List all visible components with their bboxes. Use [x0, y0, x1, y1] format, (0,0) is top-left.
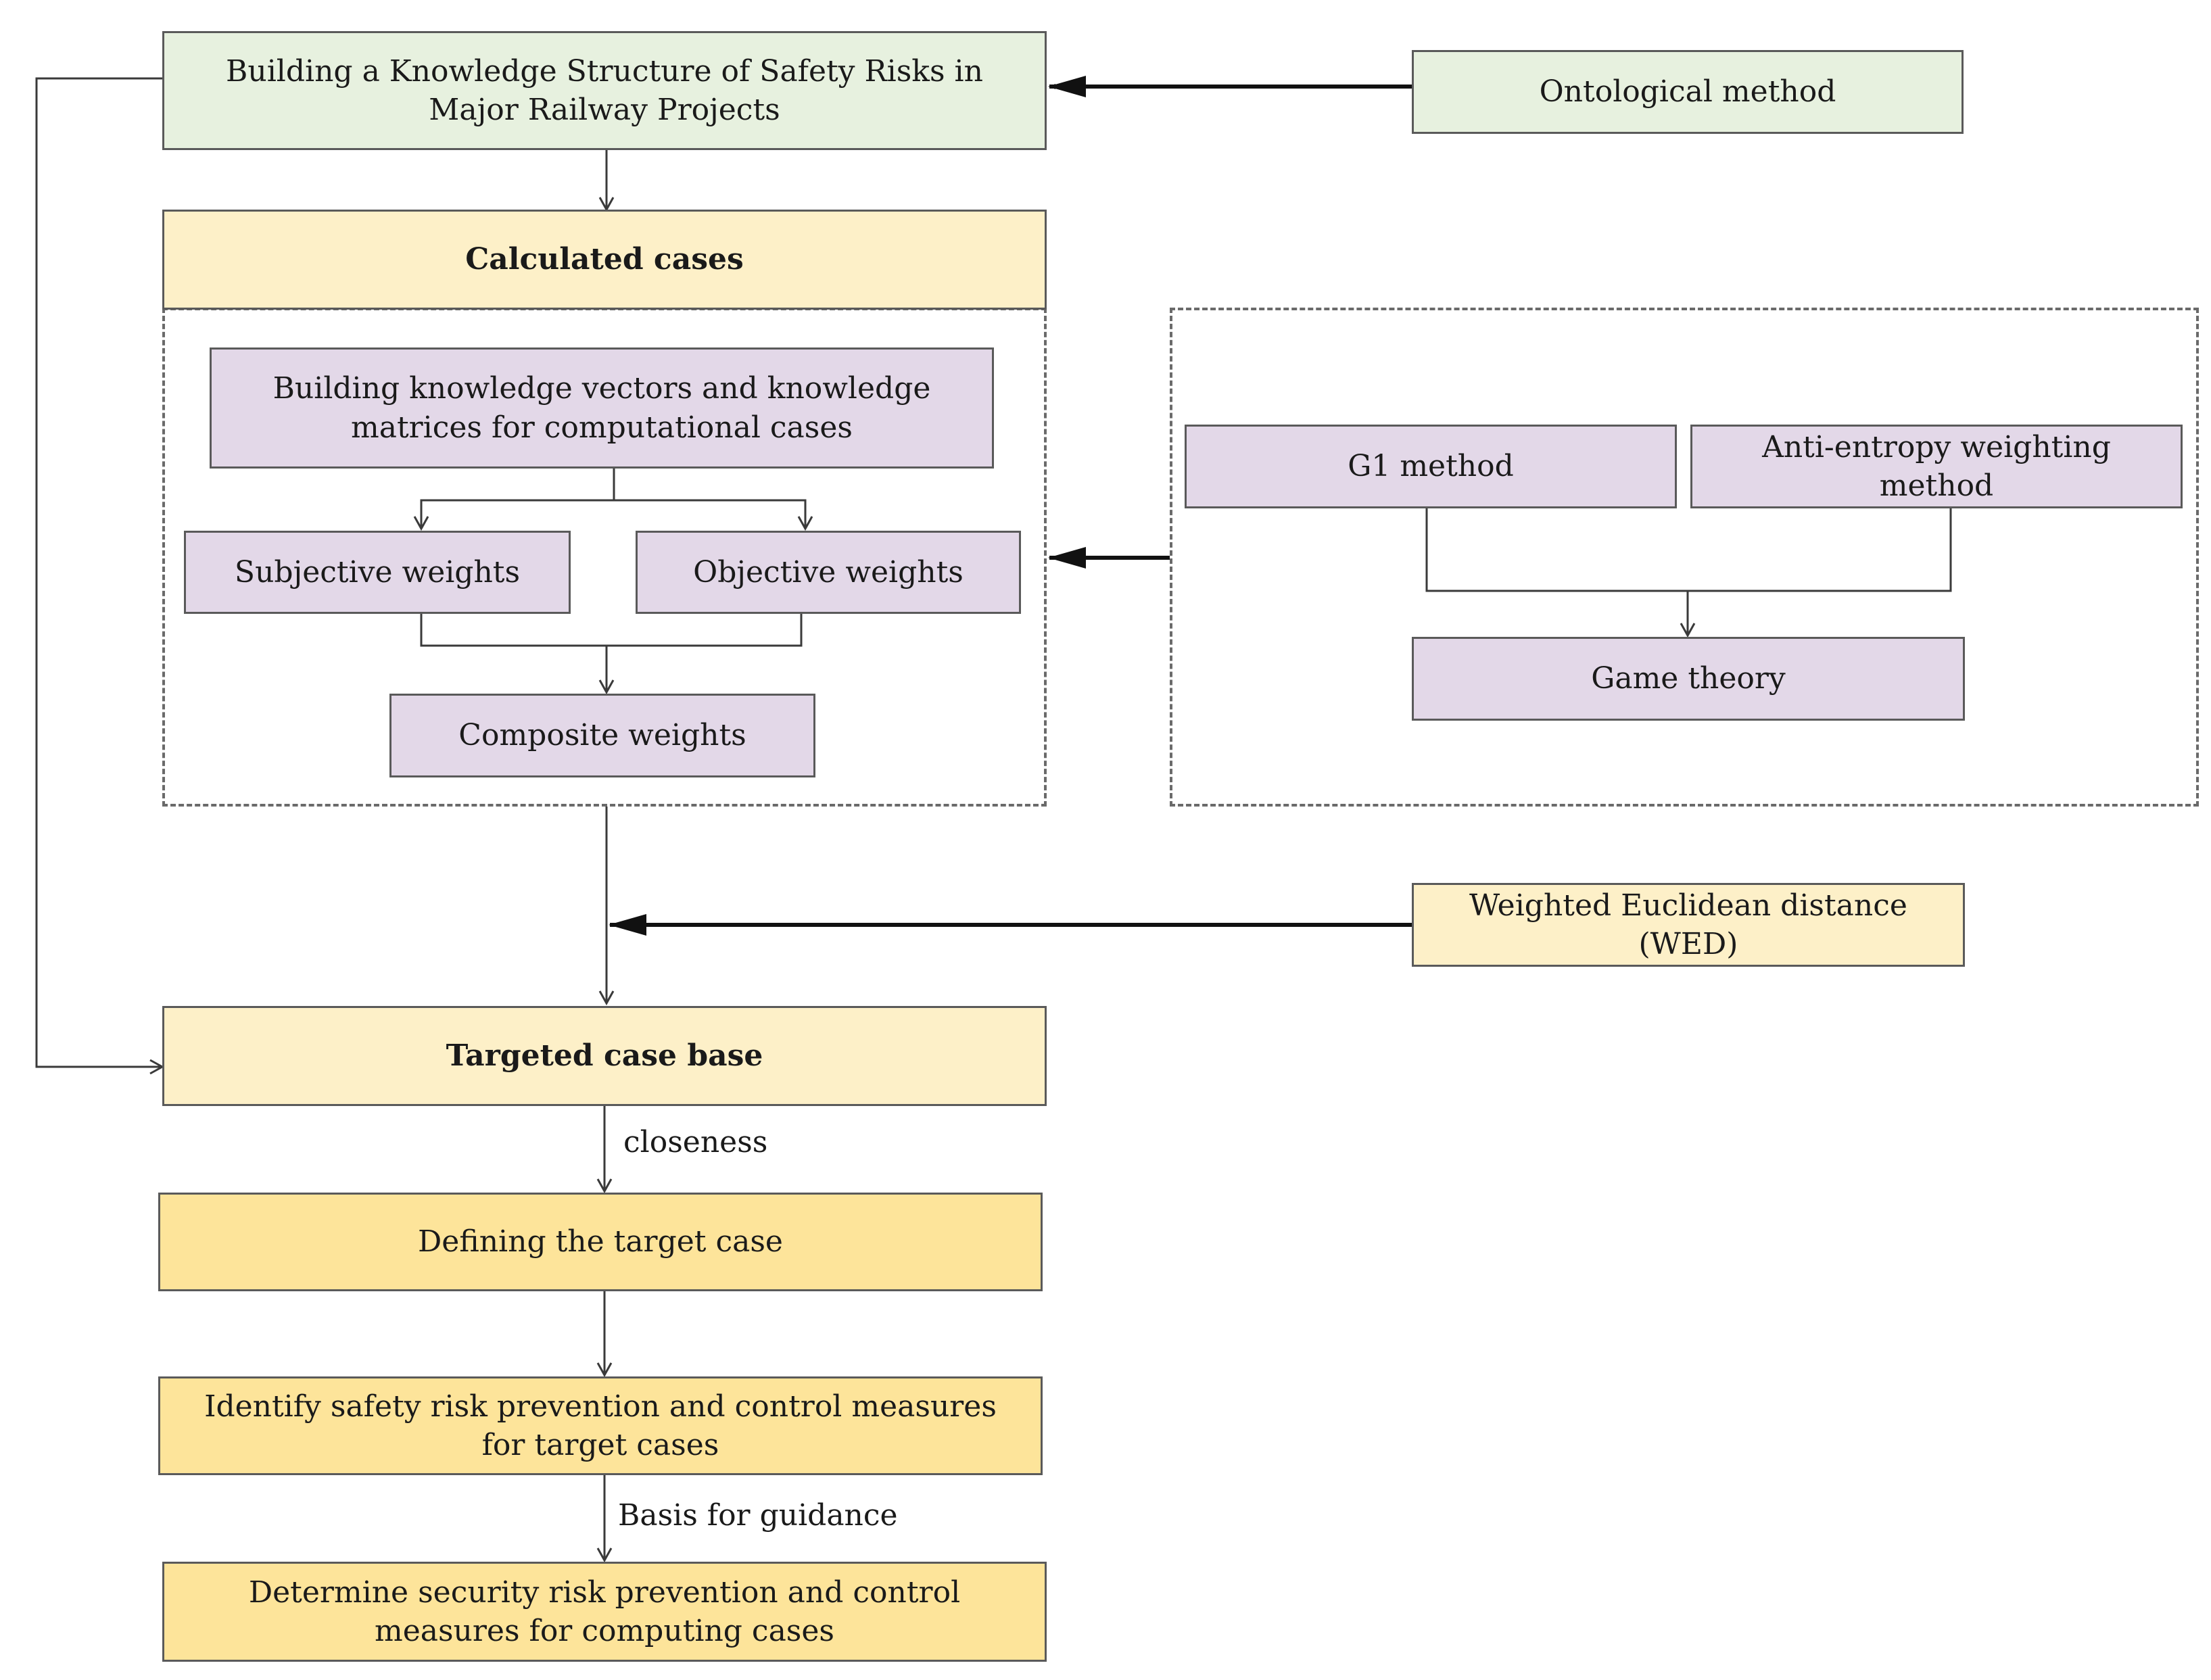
calculated-cases-text: Calculated cases	[465, 242, 744, 277]
weighting-methods-group	[1170, 308, 2199, 807]
knowledge-vectors-text: Building knowledge vectors and knowledge…	[272, 371, 931, 445]
ontological-method-text: Ontological method	[1539, 74, 1836, 110]
g1-method-text: G1 method	[1348, 449, 1514, 484]
defining-target-text: Defining the target case	[418, 1224, 783, 1259]
arrowhead-ontology	[1048, 76, 1086, 97]
determine-measures-text: Determine security risk prevention and c…	[248, 1575, 961, 1648]
knowledge-vectors-node: Building knowledge vectors and knowledge…	[210, 347, 994, 469]
closeness-label: closeness	[623, 1125, 768, 1159]
composite-weights-text: Composite weights	[458, 718, 746, 753]
calculated-cases-node: Calculated cases	[162, 210, 1047, 310]
basis-for-guidance-label: Basis for guidance	[618, 1498, 898, 1533]
merge-line	[420, 614, 803, 647]
wed-text: Weighted Euclidean distance (WED)	[1469, 888, 1907, 961]
subjective-weights-node: Subjective weights	[184, 531, 571, 614]
split-line-right	[614, 499, 813, 531]
objective-weights-text: Objective weights	[693, 554, 964, 590]
game-theory-text: Game theory	[1591, 661, 1786, 696]
wed-node: Weighted Euclidean distance (WED)	[1412, 883, 1965, 967]
anti-entropy-text: Anti-entropy weighting method	[1762, 429, 2111, 503]
composite-weights-node: Composite weights	[389, 694, 815, 777]
arrowhead-wed	[609, 914, 646, 936]
game-theory-node: Game theory	[1412, 637, 1965, 721]
ontological-method-node: Ontological method	[1412, 50, 1964, 134]
objective-weights-node: Objective weights	[636, 531, 1021, 614]
g1-method-node: G1 method	[1185, 425, 1677, 508]
knowledge-structure-node: Building a Knowledge Structure of Safety…	[162, 31, 1047, 150]
targeted-case-base-node: Targeted case base	[162, 1006, 1047, 1106]
merge-to-game-theory	[1425, 507, 1952, 592]
determine-measures-node: Determine security risk prevention and c…	[162, 1562, 1047, 1662]
split-line	[413, 469, 615, 531]
targeted-case-base-text: Targeted case base	[446, 1038, 763, 1074]
arrowhead-weighting	[1048, 547, 1086, 569]
identify-measures-text: Identify safety risk prevention and cont…	[204, 1389, 997, 1462]
subjective-weights-text: Subjective weights	[234, 554, 521, 590]
anti-entropy-node: Anti-entropy weighting method	[1690, 425, 2183, 508]
knowledge-structure-text: Building a Knowledge Structure of Safety…	[226, 53, 983, 127]
defining-target-node: Defining the target case	[158, 1193, 1043, 1291]
arrow-structure-to-targeted-loop	[35, 77, 165, 1075]
identify-measures-node: Identify safety risk prevention and cont…	[158, 1376, 1043, 1475]
